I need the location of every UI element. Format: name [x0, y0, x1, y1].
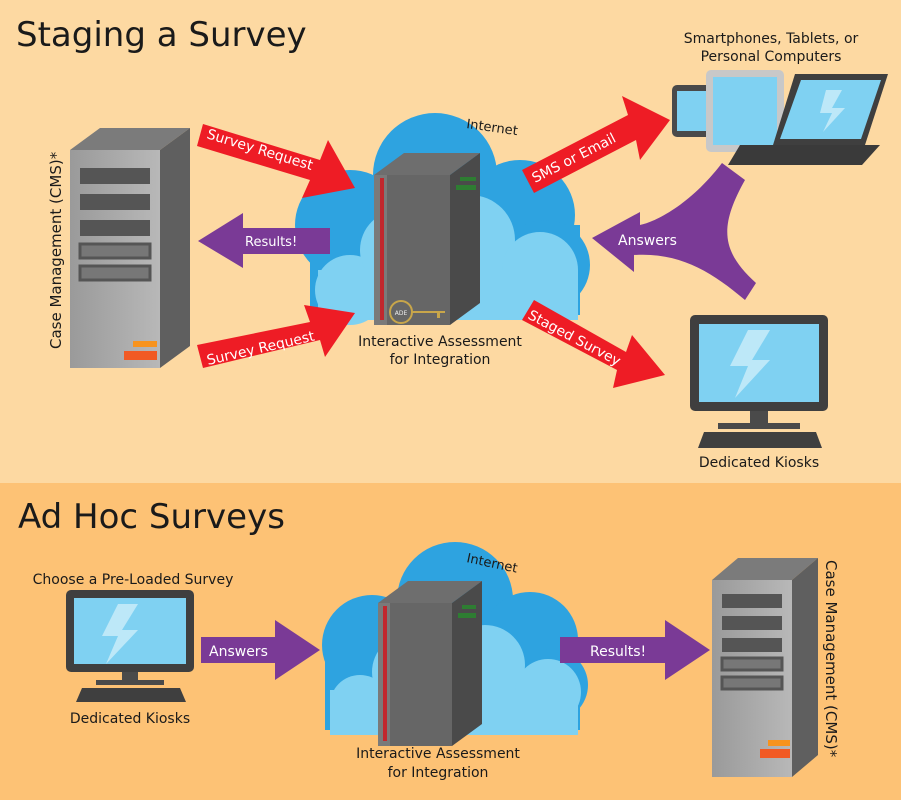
- results-left-text: Results!: [245, 235, 297, 250]
- survey-request-bottom-arrow: [197, 305, 355, 368]
- cms-server-icon: [70, 128, 190, 368]
- ade-logo-text: ADE: [395, 310, 408, 317]
- devices-label-line1: Smartphones, Tablets, or: [684, 31, 859, 47]
- adhoc-results-text: Results!: [590, 644, 646, 660]
- adhoc-iai-server-icon: [378, 581, 482, 746]
- staging-iai-server-icon: [374, 153, 480, 325]
- results-left-arrow: [198, 213, 330, 268]
- staging-section-title: Staging a Survey: [16, 15, 307, 55]
- staging-iai-label-line1: Interactive Assessment: [358, 334, 522, 350]
- answers-curved-text: Answers: [618, 233, 677, 249]
- adhoc-results-arrow: [560, 620, 710, 680]
- adhoc-cms-server-icon: [712, 558, 818, 777]
- staging-internet-label: Internet: [465, 117, 518, 139]
- answers-curved-arrow: [592, 163, 756, 300]
- tablet-icon: [706, 70, 784, 152]
- adhoc-iai-label-line1: Interactive Assessment: [356, 746, 520, 762]
- devices-label-line2: Personal Computers: [701, 49, 842, 65]
- adhoc-answers-text: Answers: [209, 644, 268, 660]
- adhoc-kiosk-label: Dedicated Kiosks: [70, 711, 190, 727]
- adhoc-cms-label: Case Management (CMS)*: [822, 560, 840, 758]
- staging-kiosk-label: Dedicated Kiosks: [699, 455, 819, 471]
- adhoc-answers-arrow: [201, 620, 320, 680]
- staging-iai-label-line2: for Integration: [390, 352, 491, 368]
- adhoc-iai-label-line2: for Integration: [388, 765, 489, 781]
- staged-survey-arrow: [522, 300, 665, 388]
- staging-cms-label: Case Management (CMS)*: [47, 151, 65, 349]
- staging-kiosk-monitor-icon: [690, 315, 828, 448]
- adhoc-kiosk-monitor-icon: [66, 590, 194, 702]
- smartphone-icon: [672, 85, 712, 137]
- adhoc-section-title: Ad Hoc Surveys: [18, 497, 285, 537]
- adhoc-kiosk-top-label: Choose a Pre-Loaded Survey: [33, 572, 234, 588]
- sms-email-arrow: [522, 96, 670, 193]
- survey-request-top-arrow: [197, 124, 355, 198]
- laptop-icon: [728, 74, 888, 165]
